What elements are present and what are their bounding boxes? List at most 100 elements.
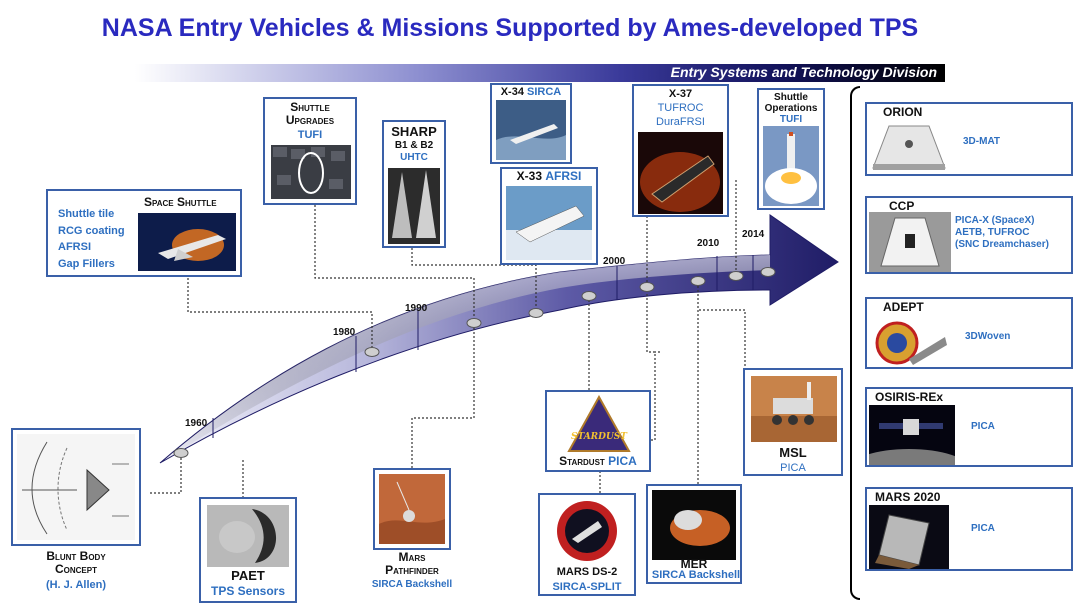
msl-image [751,376,837,442]
blunt-body-diagram [17,434,135,540]
stardust-logo: STARDUST [567,395,631,453]
sharp-image [388,168,440,244]
ccp-image [869,212,951,272]
mars-2020-name: MARS 2020 [875,490,940,504]
x33-card: X-33 AFRSI [500,167,598,265]
adept-name: ADEPT [883,300,924,314]
x33-label: X-33 AFRSI [502,170,596,183]
msl-tps: PICA [745,462,841,474]
ccp-tps-list: PICA-X (SpaceX) AETB, TUFROC (SNC Dreamc… [955,215,1049,251]
x33-image [506,186,592,260]
osiris-rex-name: OSIRIS-REx [875,390,943,404]
mars-pathfinder-tps: SIRCA Backshell [362,579,462,590]
sharp-sub: B1 & B2 [384,140,444,151]
x33-name: X-33 [517,169,542,183]
osiris-rex-tps: PICA [971,421,995,433]
paet-tps: TPS Sensors [201,585,295,598]
paet-image [207,505,289,567]
year-2000: 2000 [603,256,625,267]
current-mars2020-card: MARS 2020 PICA [865,487,1073,571]
current-adept-card: ADEPT 3DWoven [865,297,1073,369]
shuttle-ops-name: Shuttle Operations [759,92,823,114]
current-missions-bracket [850,86,860,600]
year-2014: 2014 [742,229,764,240]
sharp-card: SHARP B1 & B2 UHTC [382,120,446,248]
msl-name: MSL [745,446,841,460]
x37-card: X-37 TUFROC DuraFRSI [632,84,729,217]
current-ccp-card: CCP PICA-X (SpaceX) AETB, TUFROC (SNC Dr… [865,196,1073,274]
space-shuttle-tps-2: RCG coating [58,223,125,240]
year-1980: 1980 [333,327,355,338]
mer-image [652,490,736,560]
stardust-card: STARDUST Stardust PICA [545,390,651,472]
year-2010: 2010 [697,238,719,249]
x34-name: X-34 [501,86,524,98]
ccp-tps-3: (SNC Dreamchaser) [955,239,1049,251]
x37-tps-1: TUFROC [634,102,727,114]
space-shuttle-tps-4: Gap Fillers [58,256,125,273]
stardust-label: Stardust PICA [547,455,649,468]
shuttle-ops-tps: TUFI [759,114,823,125]
year-1990: 1990 [405,303,427,314]
paet-name: PAET [201,569,295,583]
shuttle-upgrades-card: Shuttle Upgrades TUFI [263,97,357,205]
space-shuttle-tps-list: Shuttle tile RCG coating AFRSI Gap Fille… [58,206,125,272]
current-osiris-card: OSIRIS-REx PICA [865,387,1073,467]
adept-tps: 3DWoven [965,331,1010,343]
mars-2020-image [869,505,949,569]
shuttle-upgrades-tps: TUFI [265,129,355,141]
sharp-name: SHARP [384,125,444,139]
x34-tps: SIRCA [527,86,561,98]
paet-card: PAET TPS Sensors [199,497,297,603]
year-1960: 1960 [185,418,207,429]
stardust-tps: PICA [608,454,637,468]
mars-2020-tps: PICA [971,523,995,535]
mars-pathfinder-name: Mars Pathfinder [362,551,462,577]
ccp-name: CCP [889,199,914,213]
x34-label: X-34 SIRCA [492,86,570,98]
osiris-rex-image [869,405,955,465]
space-shuttle-tps-1: Shuttle tile [58,206,125,223]
x34-card: X-34 SIRCA [490,83,572,164]
shuttle-upgrades-image [271,145,351,199]
mars-pathfinder-name-2: Pathfinder [362,564,462,577]
sharp-tps: UHTC [384,152,444,163]
blunt-body-name-2: Concept [6,563,146,576]
mars-ds2-card: MARS DS-2 SIRCA-SPLIT [538,493,636,596]
stardust-name: Stardust [559,454,605,468]
mars-pathfinder-card [373,468,451,550]
space-shuttle-card: Shuttle tile RCG coating AFRSI Gap Fille… [46,189,242,277]
mars-pathfinder-image [379,474,445,544]
shuttle-ops-name-1: Shuttle [759,92,823,103]
x37-image [638,132,723,214]
shuttle-ops-card: Shuttle Operations TUFI [757,88,825,210]
mars-ds2-logo [554,499,620,563]
shuttle-upgrades-name: Shuttle Upgrades [265,101,355,127]
blunt-body-tps: (H. J. Allen) [6,579,146,591]
mer-tps: SIRCA Backshell [646,569,746,581]
shuttle-ops-name-2: Operations [759,103,823,114]
space-shuttle-image [138,213,236,271]
stardust-logo-text: STARDUST [571,432,628,442]
space-shuttle-tps-3: AFRSI [58,239,125,256]
space-shuttle-name: Space Shuttle [144,196,217,209]
orion-tps: 3D-MAT [963,136,1000,148]
adept-image [869,313,949,367]
ccp-tps-1: PICA-X (SpaceX) [955,215,1049,227]
mars-ds2-tps: SIRCA-SPLIT [540,581,634,593]
blunt-body-card [11,428,141,546]
x37-name: X-37 [634,88,727,100]
msl-card: MSL PICA [743,368,843,476]
current-orion-card: ORION 3D-MAT [865,102,1073,176]
mars-ds2-name: MARS DS-2 [540,566,634,578]
x34-image [496,100,566,160]
shuttle-ops-image [763,126,819,206]
x33-tps: AFRSI [545,169,581,183]
x37-tps-2: DuraFRSI [634,116,727,128]
orion-image [869,118,949,174]
ccp-tps-2: AETB, TUFROC [955,227,1049,239]
orion-name: ORION [883,105,922,119]
shuttle-upgrades-name-2: Upgrades [265,114,355,127]
blunt-body-label: Blunt Body Concept [6,550,146,576]
